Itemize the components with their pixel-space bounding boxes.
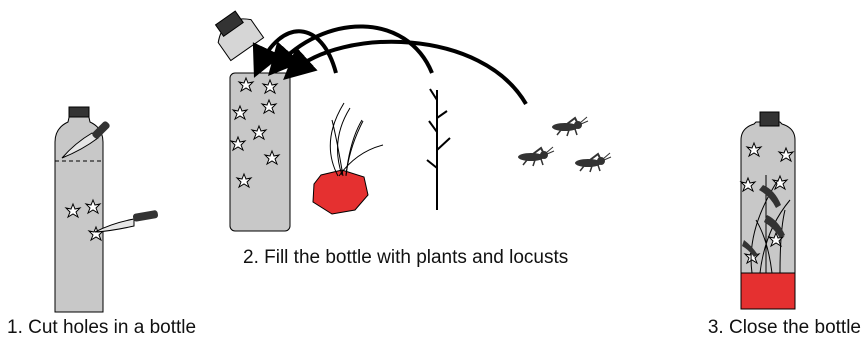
locust-icon xyxy=(575,153,611,172)
plant-icon xyxy=(330,103,383,176)
locust-icon xyxy=(518,147,554,166)
locusts xyxy=(518,117,611,172)
onion-plant xyxy=(313,103,383,214)
bottle-step3 xyxy=(741,112,795,309)
arrows xyxy=(259,26,526,104)
bottle-step1 xyxy=(55,107,158,312)
step-2-caption: 2. Fill the bottle with plants and locus… xyxy=(243,248,568,267)
onion-icon xyxy=(313,170,368,214)
twig-plant xyxy=(427,89,450,210)
bottle-icon xyxy=(230,73,290,231)
step-1-caption: 1. Cut holes in a bottle xyxy=(7,318,196,337)
step-3-caption: 3. Close the bottle xyxy=(708,318,861,337)
cap-icon xyxy=(69,107,89,117)
twig-icon xyxy=(427,89,450,210)
locust-icon xyxy=(552,117,588,136)
knife-icon xyxy=(95,210,158,232)
soil-icon xyxy=(741,273,795,309)
cap-icon xyxy=(209,7,264,61)
cap-icon xyxy=(760,112,779,126)
arrow-icon xyxy=(292,42,526,104)
